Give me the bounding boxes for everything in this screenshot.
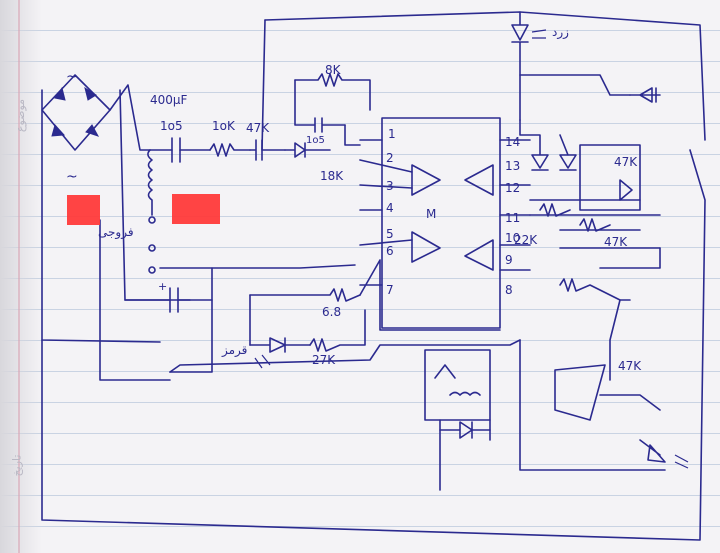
output-wire [99,219,171,381]
ic-pin-m: M [426,207,437,221]
pin-7: 7 [386,283,394,297]
resistor-47k-b-label: 47K [614,155,638,169]
resistor-1k [209,143,251,157]
opamp-3 [464,164,494,196]
redaction-block-left [67,195,100,225]
top-left-drop [261,19,266,151]
pin-4: 4 [386,201,394,215]
resistor-8k [294,73,371,111]
ic-right-pins [499,139,531,271]
diode-b [559,134,577,171]
relay-diode [439,421,491,439]
output-label: فروجی [98,225,134,239]
resistor-22k-label-right: 22K [514,233,538,247]
mid-bus [159,264,356,269]
opamp-4 [464,239,494,271]
svg-text:+: + [158,280,167,293]
cap-1o5 [294,79,346,133]
opamp-1 [411,164,441,196]
led-red [249,337,311,353]
opamp-2 [411,231,441,263]
pin-10: 10 [505,231,521,245]
cap-47k [249,139,286,161]
pin-9: 9 [505,253,513,267]
pin-1: 1 [388,127,396,141]
resistor-1k-label: 1oK [212,119,235,133]
pin-12: 12 [505,181,521,195]
ic-left-pins [359,139,413,286]
pin-8: 8 [505,283,513,297]
capacitor-value: 400µF [150,93,188,107]
resistor-47k-d-label: 47K [618,359,642,373]
redaction-block-right [172,194,220,224]
pin-6: 6 [386,244,394,258]
relay-box [424,349,491,421]
diode-right [629,87,661,103]
right-bus [529,199,661,249]
mid-drop [169,267,213,373]
pin-14: 14 [505,135,521,149]
resistor-22k-label: 27K [312,353,336,367]
pin-2: 2 [386,151,394,165]
resistor-47k-c-label: 47K [604,235,628,249]
triac-body [554,364,606,421]
date-label: تاریخ [10,454,24,477]
resistor-6-8 [249,288,361,302]
resistor-18k-label: 18K [320,169,344,183]
pin-13: 13 [505,159,521,173]
input-capacitor [149,137,211,163]
resistor-6-8-label: 6.8 [322,305,342,319]
top-outer-wire [264,11,706,141]
led-red-label: قرمز [222,343,248,357]
led-yellow-label: زرد [552,25,569,39]
resistor-8k-label: 8K [325,63,341,77]
bridge-rectifier [41,74,151,151]
led-yellow [511,11,529,121]
right-block [579,144,641,211]
cap-1o5-label: 1o5 [306,135,325,146]
margin-line [18,0,20,553]
capacitor-label: 1o5 [160,119,183,133]
filter-capacitor: + [124,280,213,313]
diode-a [519,119,549,171]
left-wire [41,89,161,343]
inductor [147,149,153,216]
resistor-47k-a-label: 47K [246,121,270,135]
subject-label: موضوع [14,98,28,133]
ic-body [381,117,501,329]
resistor-22k [309,309,366,352]
pin-11: 11 [505,211,521,225]
led-bottom [639,439,666,463]
pin-3: 3 [386,179,394,193]
diode-series [284,142,331,158]
pin-5: 5 [386,227,394,241]
bridge-mark-top: ~ [66,69,78,85]
bridge-mark-bottom: ~ [66,169,78,185]
bottom-outer-wire [41,149,706,541]
page-edge-shadow [0,0,42,553]
